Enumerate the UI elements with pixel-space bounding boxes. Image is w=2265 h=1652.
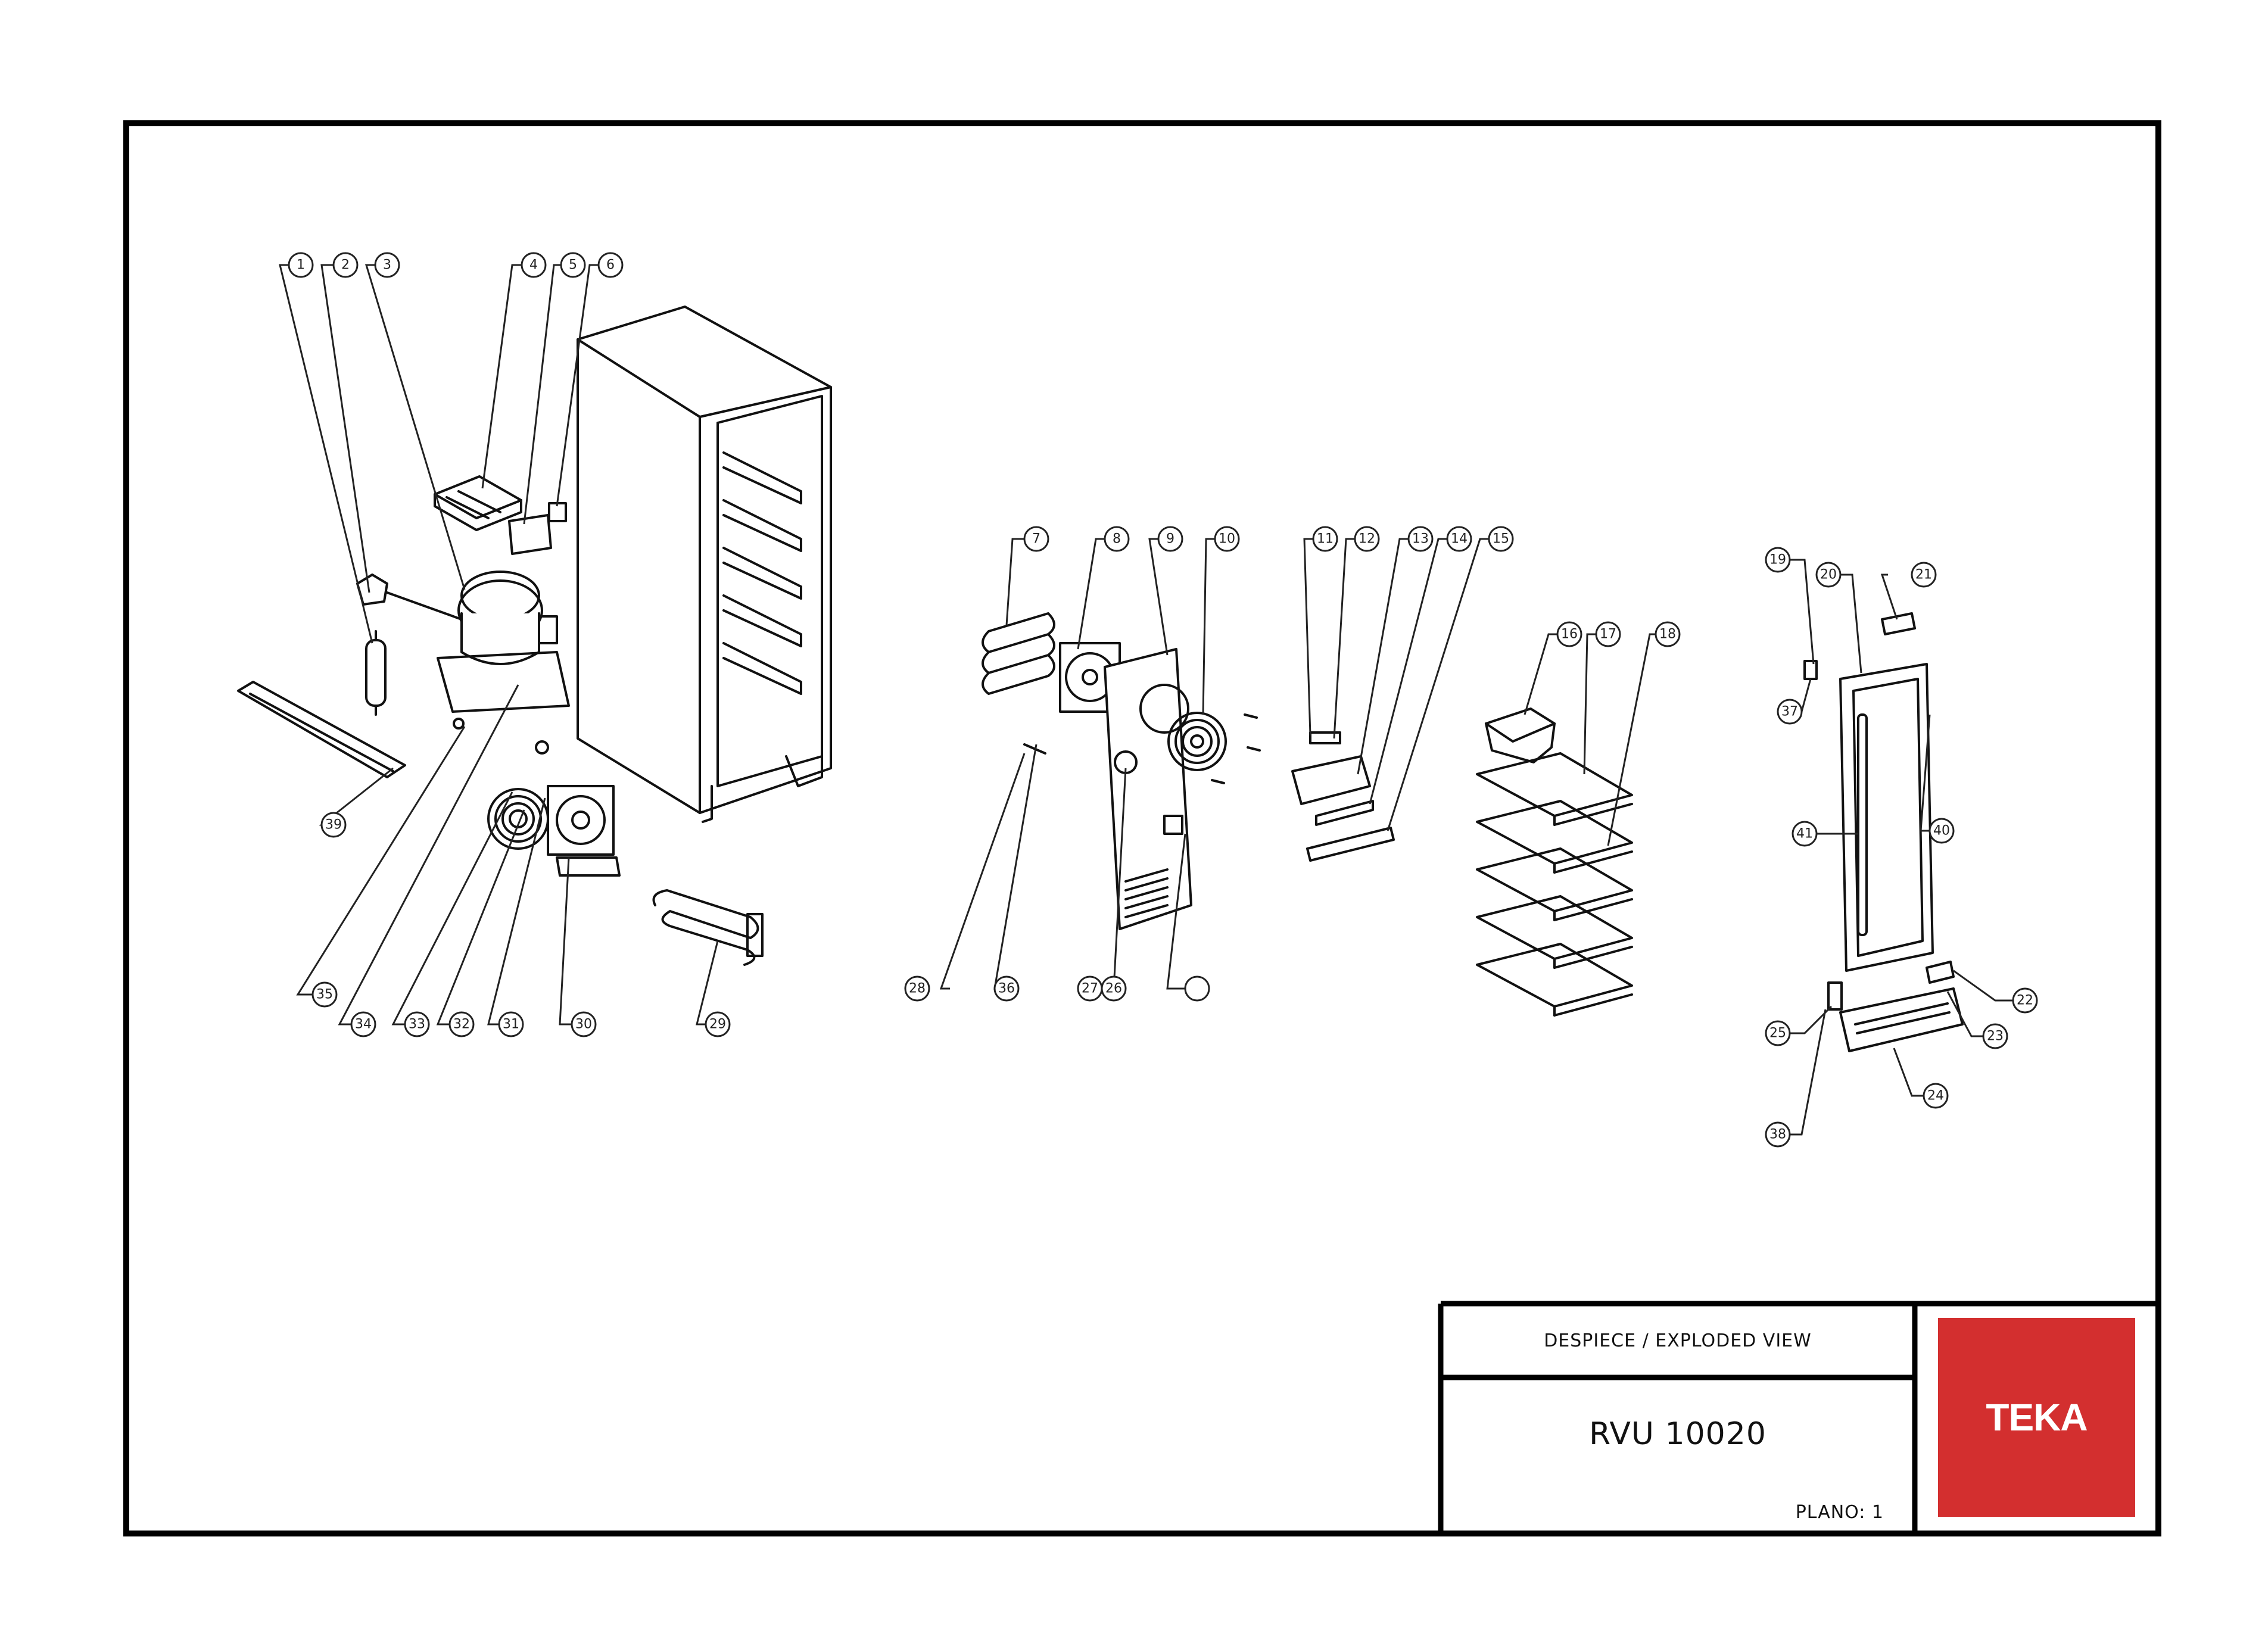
- callout-15: 15: [1493, 532, 1509, 547]
- callout-17: 17: [1600, 627, 1616, 642]
- callout-2: 2: [341, 258, 350, 273]
- kick-plate-grille: [1839, 987, 1964, 1052]
- callout-26: 26: [1105, 981, 1122, 996]
- callout-19: 19: [1769, 553, 1786, 568]
- callout-bubbles: [288, 252, 2038, 1148]
- callout-37: 37: [1781, 705, 1798, 719]
- callout-11: 11: [1317, 532, 1334, 547]
- callout-6: 6: [606, 258, 615, 273]
- callout-5: 5: [569, 258, 577, 273]
- control-panel-cover: [1306, 827, 1395, 862]
- callout-28: 28: [909, 981, 926, 996]
- teka-logo: TEKA: [1938, 1318, 2135, 1517]
- logo-text: TEKA: [1986, 1396, 2088, 1439]
- title-block: DESPIECE / EXPLODED VIEW RVU 10020 PLANO…: [1441, 1304, 2158, 1533]
- callout-25: 25: [1769, 1026, 1786, 1041]
- wine-shelves: [1476, 752, 1633, 1017]
- callout-3: 3: [383, 258, 391, 273]
- support-rail: [237, 681, 406, 778]
- model-number: RVU 10020: [1589, 1416, 1766, 1452]
- callout-16: 16: [1561, 627, 1578, 642]
- compressor: [457, 571, 558, 665]
- callout-33: 33: [409, 1017, 425, 1032]
- callout-9: 9: [1166, 532, 1174, 547]
- rear-panel-vents: [1124, 868, 1169, 918]
- evaporator-coil: [982, 612, 1055, 695]
- callout-14: 14: [1451, 532, 1468, 547]
- callout-labels: 1 2 3 4 5 6 7 8 9 10 11 12 13 14 15 16 1…: [297, 258, 2033, 1142]
- callout-31: 31: [503, 1017, 519, 1032]
- condenser-fan-guard: [487, 788, 549, 850]
- control-box: [1291, 731, 1371, 805]
- teka-logo-background: [1938, 1318, 2135, 1517]
- callout-36: 36: [998, 981, 1015, 996]
- cabinet-shelf-rails: [722, 451, 802, 695]
- callout-27: 27: [1082, 981, 1098, 996]
- callout-38: 38: [1769, 1127, 1786, 1142]
- callout-32: 32: [453, 1017, 470, 1032]
- callout-8: 8: [1113, 532, 1121, 547]
- callout-18: 18: [1659, 627, 1676, 642]
- top-hinge: [1881, 612, 1916, 635]
- callout-40: 40: [1933, 824, 1950, 839]
- callout-20: 20: [1820, 568, 1837, 582]
- callout-21: 21: [1915, 568, 1932, 582]
- glass-door: [1839, 663, 1934, 972]
- callout-30: 30: [575, 1017, 592, 1032]
- relay-starter: [356, 573, 463, 621]
- callout-13: 13: [1412, 532, 1429, 547]
- drier-filter: [365, 630, 387, 716]
- bottom-pin: [1827, 981, 1843, 1011]
- shelf-5: [1476, 943, 1633, 1017]
- callout-23: 23: [1987, 1029, 2004, 1044]
- callout-41: 41: [1796, 827, 1813, 841]
- callout-39: 39: [325, 818, 342, 833]
- tray-bracket: [508, 514, 552, 555]
- sheet-number: PLANO: 1: [1795, 1501, 1884, 1523]
- condenser-coil: [652, 889, 764, 966]
- drawing-frame: [123, 120, 2161, 1536]
- drawing-title: DESPIECE / EXPLODED VIEW: [1544, 1330, 1812, 1351]
- title-block-frame: [1438, 1301, 2158, 1533]
- callout-12: 12: [1359, 532, 1375, 547]
- callout-10: 10: [1219, 532, 1235, 547]
- shelf-3: [1476, 847, 1633, 921]
- callout-24: 24: [1927, 1089, 1944, 1104]
- callout-29: 29: [709, 1017, 726, 1032]
- shelf-2: [1476, 800, 1633, 874]
- callout-34: 34: [355, 1017, 372, 1032]
- callout-4: 4: [529, 258, 538, 273]
- cabinet-body: [577, 306, 832, 823]
- shelf-1: [1476, 752, 1633, 826]
- callout-35: 35: [316, 987, 333, 1002]
- callout-1: 1: [297, 258, 305, 273]
- storage-bin: [1485, 707, 1556, 763]
- evaporator-fan-guard: [1167, 712, 1227, 771]
- compressor-base-plate: [437, 651, 570, 755]
- door-handle: [1857, 713, 1868, 936]
- top-pin: [1803, 660, 1818, 680]
- shelf-4: [1476, 895, 1633, 969]
- rear-panel: [1104, 648, 1192, 930]
- callout-7: 7: [1032, 532, 1040, 547]
- control-strip: [1315, 800, 1374, 826]
- bottom-hinge: [1926, 961, 1955, 984]
- callout-22: 22: [2017, 993, 2033, 1008]
- condenser-fan: [547, 785, 621, 877]
- evaporation-tray: [434, 475, 522, 531]
- leader-lines: [279, 264, 2013, 1136]
